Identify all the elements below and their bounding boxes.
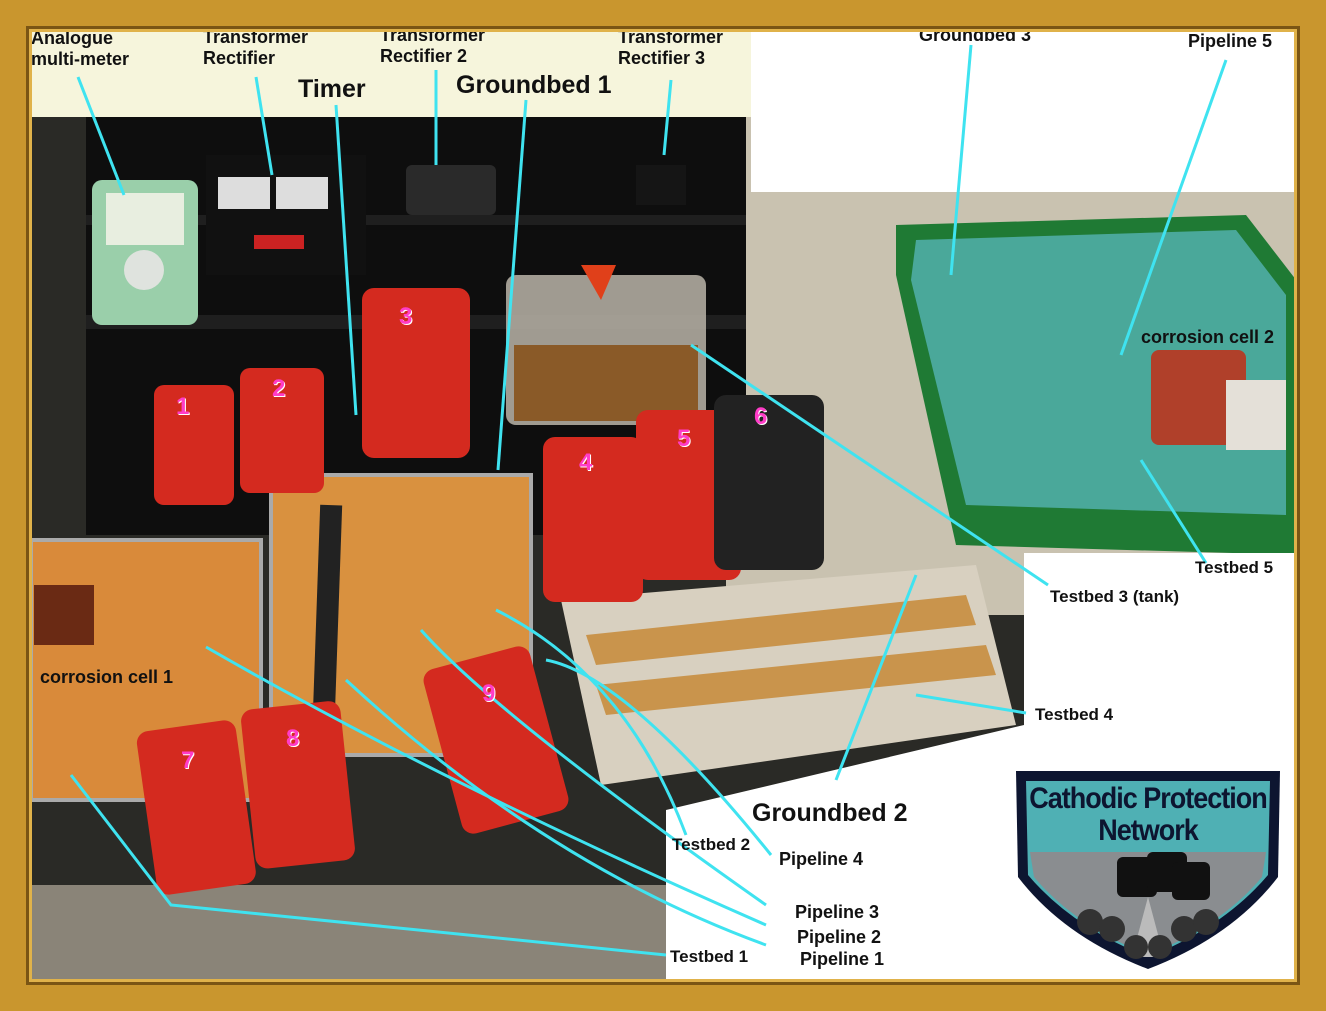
- label-analogue-multimeter: Analogue multi-meter: [31, 28, 130, 69]
- label-testbed-5: Testbed 5: [1195, 558, 1274, 577]
- leader-lines: [69, 44, 1228, 957]
- label-pipeline-1: Pipeline 1: [800, 949, 885, 969]
- transformer-rectifier-3: [636, 165, 686, 205]
- meter-number-1: 1: [176, 393, 190, 420]
- label-pipeline-3: Pipeline 3: [795, 902, 880, 922]
- label-corrosion-cell-1: corrosion cell 1: [40, 667, 174, 687]
- label-testbed-1: Testbed 1: [670, 947, 749, 966]
- meter-number-5: 5: [677, 425, 691, 452]
- meter-number-9: 9: [482, 680, 496, 707]
- meter-number-4: 4: [579, 449, 593, 476]
- multimeter-9: [423, 646, 569, 834]
- multimeter-8: [241, 701, 355, 869]
- logo-text-line-1: Cathodic Protection: [1029, 781, 1268, 815]
- label-groundbed-1: Groundbed 1: [456, 71, 612, 99]
- label-testbed-4: Testbed 4: [1035, 705, 1114, 724]
- label-testbed-2: Testbed 2: [672, 835, 751, 854]
- meter-number-2: 2: [272, 375, 286, 402]
- label-transformer-rectifier-2: Transformer Rectifier 2: [380, 25, 486, 66]
- meter-number-6: 6: [754, 403, 768, 430]
- corrosion-cell-1: [34, 585, 94, 645]
- meter-number-7: 7: [181, 747, 195, 774]
- photo-scene: [26, 25, 1300, 985]
- corrosion-cell-2: [1151, 350, 1246, 445]
- label-timer: Timer: [298, 75, 366, 103]
- label-band-top: [26, 25, 751, 117]
- label-corrosion-cell-2: corrosion cell 2: [1141, 327, 1275, 347]
- multimeter-1: [154, 385, 234, 505]
- multimeter-6: [714, 395, 824, 570]
- label-pipeline-2: Pipeline 2: [797, 927, 882, 947]
- label-transformer-rectifier-1: Transformer Rectifier: [203, 27, 309, 68]
- label-groundbed-2: Groundbed 2: [752, 799, 908, 827]
- digital-multimeters: [136, 288, 824, 895]
- label-testbed-3: Testbed 3 (tank): [1050, 587, 1180, 606]
- label-transformer-rectifier-3: Transformer Rectifier 3: [618, 27, 724, 68]
- label-pipeline-4: Pipeline 4: [779, 849, 864, 869]
- shield-logo-icon: [1016, 771, 1280, 969]
- label-band-top-right: [751, 25, 1300, 192]
- meter-number-8: 8: [286, 725, 300, 752]
- multimeter-3: [362, 288, 470, 458]
- multimeter-4: [543, 437, 643, 602]
- transformer-rectifier-2: [406, 165, 496, 215]
- logo-text-line-2: Network: [1098, 813, 1199, 847]
- annotated-photo: Analogue multi-meter Transformer Rectifi…: [26, 25, 1300, 985]
- cathodic-protection-network-logo: Cathodic Protection Network: [1012, 757, 1284, 971]
- carpet: [26, 885, 726, 985]
- label-pipeline-5: Pipeline 5: [1188, 31, 1273, 51]
- multimeter-7: [136, 720, 256, 895]
- label-groundbed-3: Groundbed 3: [919, 25, 1031, 45]
- meter-number-3: 3: [399, 303, 413, 330]
- multimeter-2: [240, 368, 324, 493]
